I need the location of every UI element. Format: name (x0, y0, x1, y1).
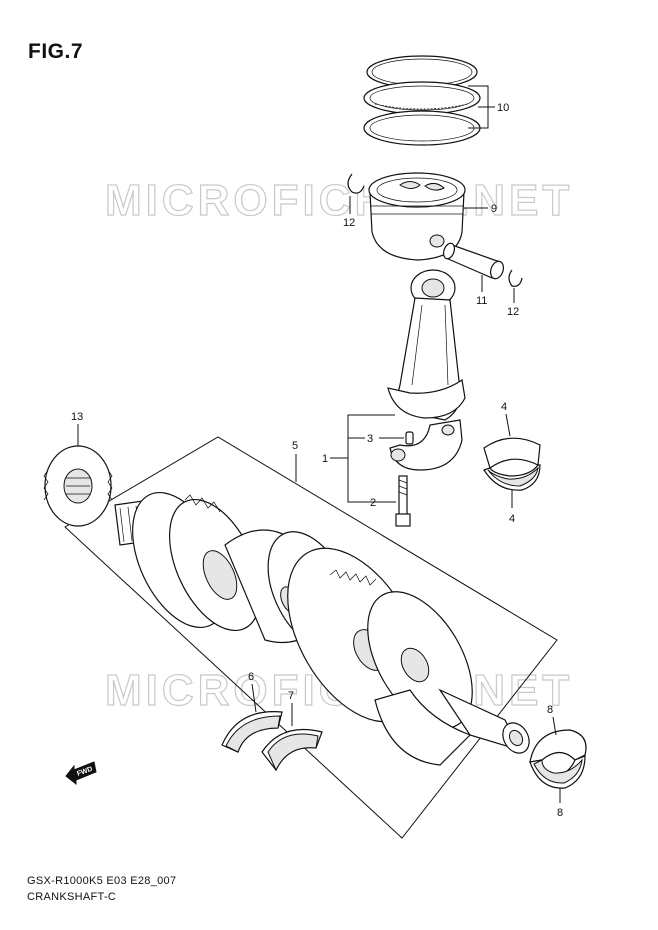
piston (368, 172, 466, 261)
callout-5: 5 (292, 440, 298, 452)
figure-title: FIG.7 (28, 40, 84, 63)
callout-13: 13 (71, 411, 83, 423)
callout-3: 3 (367, 433, 373, 445)
callout-2: 2 (370, 497, 376, 509)
fwd-arrow-icon: FWD (65, 761, 97, 786)
callout-7: 7 (288, 690, 294, 702)
conrod-bearing (483, 437, 541, 491)
footer-group-name: CRANKSHAFT-C (27, 891, 117, 903)
callout-11: 11 (476, 295, 487, 307)
leader-10 (468, 85, 495, 129)
circlip-right (508, 269, 523, 287)
connecting-rod (387, 269, 466, 471)
crankshaft (114, 491, 530, 766)
callout-8a: 8 (547, 704, 553, 716)
footer-model-code: GSX-R1000K5 E03 E28_007 (27, 875, 177, 887)
leader-1-bracket (347, 414, 395, 503)
leader-8a (552, 716, 557, 736)
conrod-bolt (395, 475, 411, 527)
circlip-left (347, 173, 365, 194)
callout-4a: 4 (501, 401, 507, 413)
crank-gear (43, 445, 113, 527)
callout-6: 6 (248, 671, 254, 683)
callout-12a: 12 (343, 217, 355, 229)
callout-12b: 12 (507, 306, 519, 318)
leader-4a (505, 413, 511, 437)
main-bearing-8 (529, 729, 587, 789)
dowel-pin (405, 431, 414, 445)
callout-1: 1 (322, 453, 328, 465)
callout-9: 9 (491, 203, 497, 215)
callout-8b: 8 (557, 807, 563, 819)
main-bearing-7 (261, 728, 323, 772)
piston-rings (363, 55, 481, 146)
leader-6 (251, 683, 257, 713)
callout-10: 10 (497, 102, 509, 114)
piston-pin (442, 242, 505, 280)
callout-4b: 4 (509, 513, 515, 525)
watermark-top: MICROFICHES.NET (105, 176, 573, 225)
main-bearing-6 (221, 711, 283, 753)
